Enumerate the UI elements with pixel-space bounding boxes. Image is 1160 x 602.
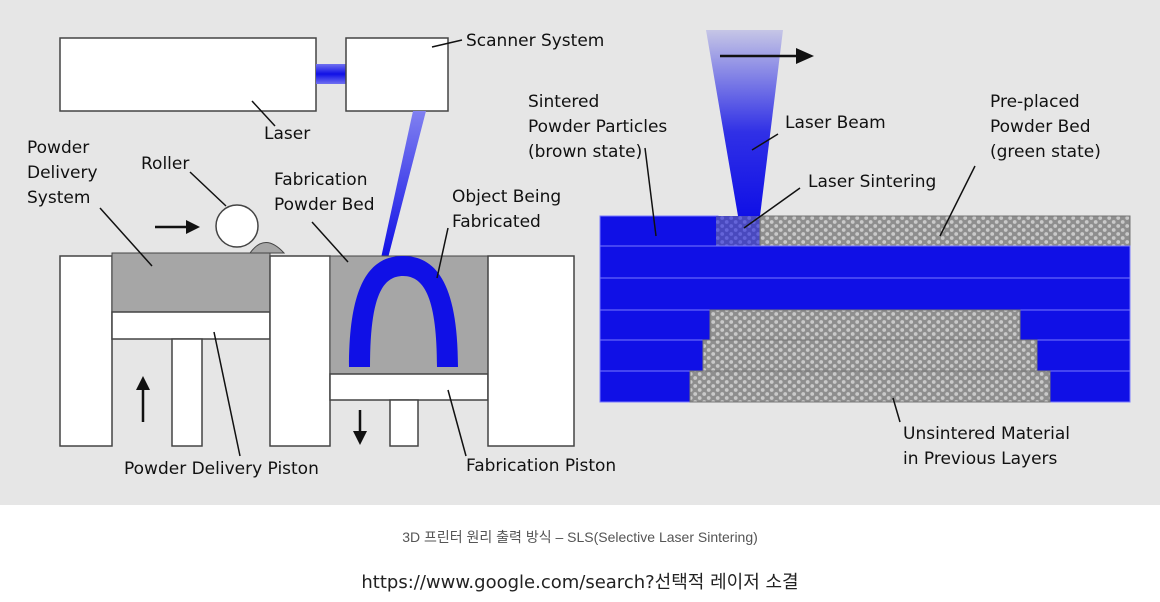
label-fabrication-powder-bed: Fabrication Powder Bed [274,170,375,215]
top-layer-sintered [599,215,719,247]
powder-delivery-left-wall [59,255,113,447]
label-fabrication-piston: Fabrication Piston [466,456,616,476]
layer-2 [599,245,1131,279]
fabrication-piston-rod [389,399,419,447]
scan-direction-arrow [720,48,814,64]
roller-direction-arrow [155,220,200,234]
label-pre-placed-powder-bed: Pre-placed Powder Bed (green state) [990,92,1101,162]
sls-diagram-figure: Scanner System Laser Powder Delivery Sys… [0,0,1160,505]
unsintered-layer-5 [702,339,1038,372]
fabrication-piston-plate [329,373,489,401]
leader-lines-left [99,39,467,457]
label-laser-sintering: Laser Sintering [808,172,936,192]
delivery-piston-up-arrow [136,376,150,422]
middle-wall [269,255,331,447]
laser-box [59,37,317,112]
label-scanner-system: Scanner System [466,31,604,51]
fabrication-piston-down-arrow [353,410,367,445]
label-object-being-fabricated: Object Being Fabricated [452,187,567,232]
label-unsintered-material: Unsintered Material in Previous Layers [903,424,1075,469]
figure-caption: 3D 프린터 원리 출력 방식 – SLS(Selective Laser Si… [402,529,758,545]
powder-mound [249,242,286,254]
source-url-text: https://www.google.com/search?선택적 레이저 소결 [361,572,799,593]
label-laser: Laser [264,124,310,144]
roller [215,204,259,248]
label-powder-delivery-piston: Powder Delivery Piston [124,459,319,479]
sls-diagram: Scanner System Laser Powder Delivery Sys… [27,30,1131,479]
top-layer-green-powder [759,215,1131,247]
right-wall [487,255,575,447]
layer-3 [599,277,1131,311]
leader-lines-right [644,133,976,423]
laser-beam [706,30,783,216]
label-roller: Roller [141,154,189,174]
laser-link-beam [316,64,346,84]
unsintered-layer-6 [689,370,1051,403]
label-powder-delivery-system: Powder Delivery System [27,138,103,208]
fabricated-object [349,256,458,367]
scanner-box [345,37,449,112]
unsintered-layer-4 [709,309,1021,341]
label-laser-beam: Laser Beam [785,113,886,133]
powder-delivery-powder [111,252,271,313]
label-sintered-powder-particles: Sintered Powder Particles (brown state) [528,92,673,162]
scanner-beam [381,111,426,258]
powder-delivery-piston-rod [171,338,203,447]
powder-delivery-piston-plate [111,311,271,340]
